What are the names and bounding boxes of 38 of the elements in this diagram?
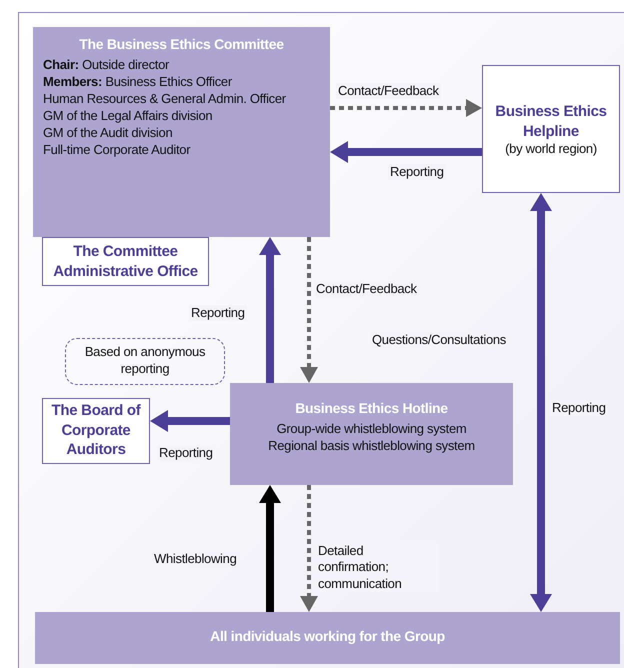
edge-label: Reporting — [157, 445, 215, 462]
arrow — [300, 485, 318, 612]
box-text: Group-wide whistleblowing system — [276, 421, 468, 438]
box-title: All individuals working for the Group — [209, 627, 446, 646]
edge-label: Reporting — [388, 164, 446, 180]
box-text: Full-time Corporate Auditor — [43, 142, 192, 159]
box-text: Members: Business Ethics Officer — [43, 74, 233, 91]
arrow — [259, 485, 281, 612]
text-label: Reporting — [550, 400, 608, 416]
hotline-box — [230, 383, 513, 485]
box-text: Regional basis whistleblowing system — [267, 438, 476, 455]
box-text: Chair: Outside director — [43, 57, 170, 74]
edge-label: Reporting — [189, 305, 247, 322]
box-title: The Business Ethics Committee — [78, 35, 285, 54]
helpline-box — [482, 65, 620, 193]
edge-label: Contact/Feedback — [336, 83, 441, 100]
box-title: The Board of Corporate Auditors — [50, 401, 142, 460]
box-text: Human Resources & General Admin. Officer — [43, 90, 287, 108]
edge-label: Whistleblowing — [152, 551, 239, 568]
office-box — [42, 237, 209, 286]
arrow — [330, 99, 482, 117]
group-band — [35, 612, 620, 664]
arrow — [259, 237, 281, 383]
edge-label: Questions/Consultations — [370, 332, 508, 348]
box-text: GM of the Legal Affairs division — [43, 108, 214, 125]
arrow — [330, 141, 482, 163]
box-title: Business Ethics Hotline — [294, 399, 449, 418]
arrow — [530, 193, 552, 612]
arrow — [150, 410, 230, 432]
box-text: (by world region) — [504, 141, 598, 158]
committee-box — [33, 27, 330, 237]
board-box — [42, 398, 150, 464]
box-title: Business Ethics Helpline — [494, 102, 608, 141]
box-title: The Committee Administrative Office — [52, 242, 199, 281]
box-title: Based on anonymous reporting — [84, 344, 206, 378]
note-box — [65, 338, 225, 385]
box-text: GM of the Audit division — [43, 124, 174, 142]
arrow — [300, 237, 318, 383]
